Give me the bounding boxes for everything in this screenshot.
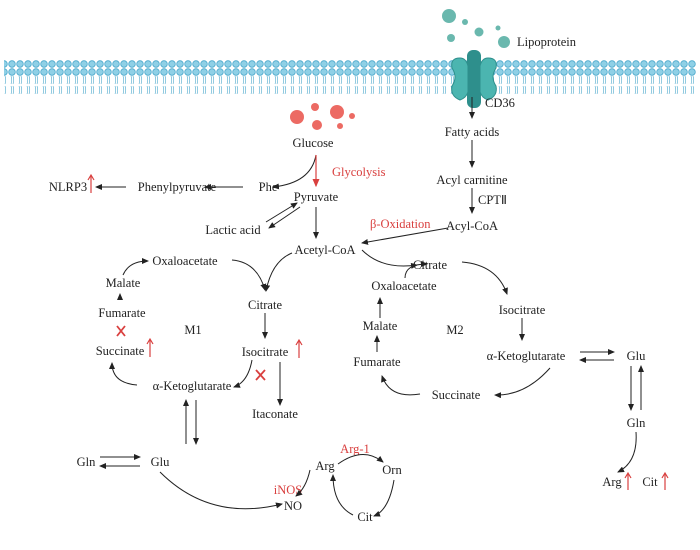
m2-fumarate: Fumarate — [353, 355, 401, 369]
m2-cit: Cit — [642, 475, 658, 489]
lipoprotein-particles-icon — [442, 9, 510, 48]
m2-oxaloacetate: Oxaloacetate — [371, 279, 437, 293]
lipoprotein-label: Lipoprotein — [517, 35, 577, 49]
m1-glu: Glu — [151, 455, 171, 469]
glycolysis-label: Glycolysis — [332, 165, 386, 179]
m1-malate: Malate — [106, 276, 141, 290]
m2-malate: Malate — [363, 319, 398, 333]
cross-icon — [116, 325, 266, 381]
glucose-particles-icon — [290, 103, 355, 130]
fatty-acids-label: Fatty acids — [445, 125, 500, 139]
m1-label: M1 — [184, 323, 201, 337]
phenylpyruvate-label: Phenylpyruvate — [138, 180, 217, 194]
m2-gln: Gln — [627, 416, 647, 430]
beta-oxidation-label: β-Oxidation — [370, 217, 431, 231]
up-arrow-icon — [87, 173, 669, 490]
cpt2-label: CPTⅡ — [478, 193, 507, 207]
glucose-label: Glucose — [293, 136, 334, 150]
m1-citrate: Citrate — [248, 298, 282, 312]
m1-isocitrate: Isocitrate — [242, 345, 289, 359]
cd36-label: CD36 — [485, 96, 515, 110]
m2-glu: Glu — [627, 349, 647, 363]
m1-succinate: Succinate — [96, 344, 145, 358]
lactic-acid-label: Lactic acid — [205, 223, 261, 237]
acyl-coa-label: Acyl-CoA — [446, 219, 498, 233]
m1-akg: α-Ketoglutarate — [153, 379, 232, 393]
cell-membrane — [4, 60, 696, 94]
pyruvate-label: Pyruvate — [294, 190, 339, 204]
m2-arg: Arg — [602, 475, 622, 489]
inos-label: iNOS — [274, 483, 303, 497]
pathway-arrows — [95, 97, 644, 517]
m1-gln: Gln — [77, 455, 97, 469]
m1-oxaloacetate: Oxaloacetate — [152, 254, 218, 268]
m2-label: M2 — [446, 323, 463, 337]
arg-label: Arg — [315, 459, 335, 473]
orn-label: Orn — [382, 463, 402, 477]
cit-label: Cit — [357, 510, 373, 524]
cd36-transporter-icon — [451, 50, 497, 108]
acyl-carnitine-label: Acyl carnitine — [436, 173, 508, 187]
arg1-label: Arg-1 — [340, 442, 370, 456]
m1-fumarate: Fumarate — [98, 306, 146, 320]
m2-succinate: Succinate — [432, 388, 481, 402]
nlrp3-label: NLRP3 — [49, 180, 87, 194]
m1-itaconate: Itaconate — [252, 407, 298, 421]
no-label: NO — [284, 499, 302, 513]
acetyl-coa-label: Acetyl-CoA — [294, 243, 355, 257]
m2-isocitrate: Isocitrate — [499, 303, 546, 317]
m2-akg: α-Ketoglutarate — [487, 349, 566, 363]
